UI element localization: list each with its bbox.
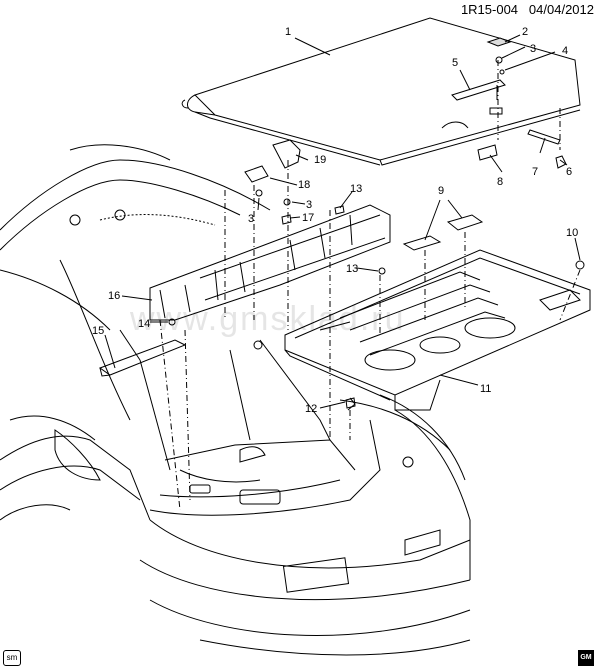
vehicle-body	[0, 144, 471, 656]
callout-6: 6	[566, 166, 572, 178]
part-tabs	[486, 37, 512, 75]
callout-4: 4	[562, 45, 568, 57]
part-fastener-12	[347, 397, 356, 411]
callout-18: 18	[298, 179, 310, 191]
callout-14: 14	[138, 318, 150, 330]
part-hinge-brackets	[244, 139, 301, 183]
gm-logo: GM	[578, 650, 594, 666]
callout-1: 1	[285, 26, 291, 38]
callout-2: 2	[522, 26, 528, 38]
sm-badge: sm	[3, 650, 21, 666]
callout-12: 12	[305, 403, 317, 415]
part-access-covers	[402, 214, 484, 251]
callout-3-left: 3	[248, 213, 254, 225]
callout-7: 7	[532, 166, 538, 178]
callout-3-top: 3	[530, 43, 536, 55]
leader-lines	[104, 34, 581, 409]
callout-labels: 1 2 3 4 5 6 7 8 9 10 11 12 13 14 15 16 1…	[92, 26, 578, 415]
reference-lines	[159, 60, 581, 511]
callout-17: 17	[302, 212, 314, 224]
part-fasteners	[255, 189, 585, 409]
callout-15: 15	[92, 325, 104, 337]
part-clip-14	[168, 318, 176, 326]
diagram-header: 1R15-004 04/04/2012	[461, 2, 594, 17]
diagram-id: 1R15-004	[460, 2, 519, 17]
part-bracket-8	[477, 144, 498, 161]
callout-16: 16	[108, 290, 120, 302]
callout-11: 11	[480, 383, 491, 395]
callout-19: 19	[314, 154, 326, 166]
callout-13-top: 13	[350, 183, 362, 195]
callout-9: 9	[438, 185, 444, 197]
part-strap	[451, 79, 506, 101]
diagram-date: 04/04/2012	[528, 2, 594, 17]
part-cargo-cover	[181, 17, 581, 166]
callout-8: 8	[497, 176, 503, 188]
part-sill-trim	[149, 204, 391, 321]
callout-3-mid: 3	[306, 199, 312, 211]
part-floor-tray	[284, 249, 591, 411]
callout-13-mid: 13	[346, 263, 358, 275]
callout-10: 10	[566, 227, 578, 239]
callout-5: 5	[452, 57, 458, 69]
